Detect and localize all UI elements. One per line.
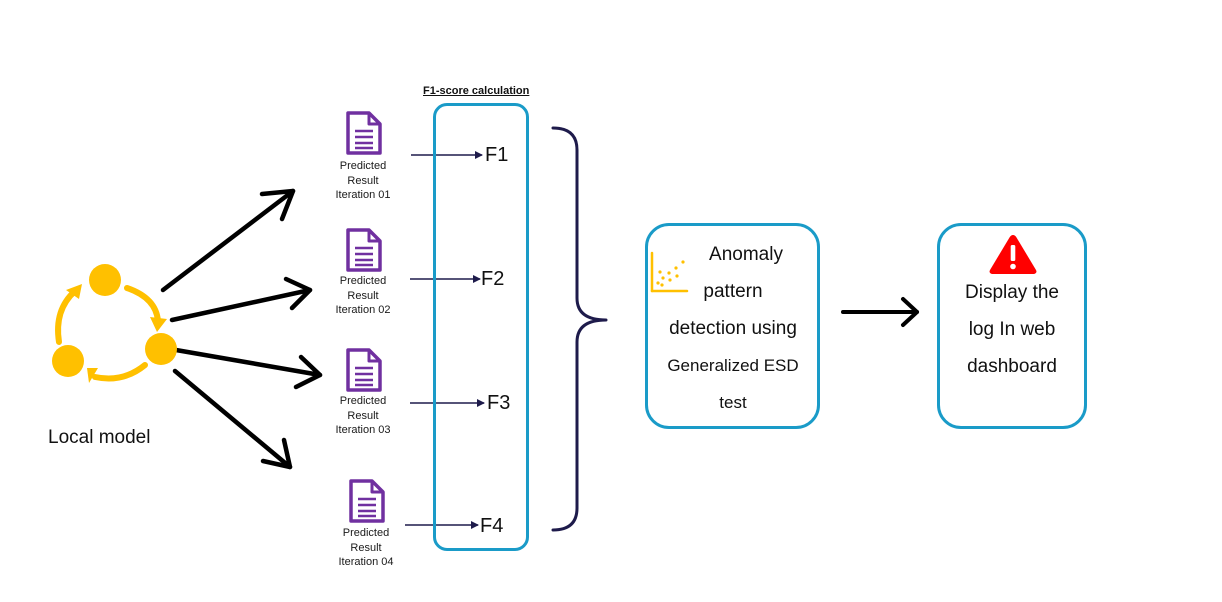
predicted-result-label: Predicted Result Iteration 01 <box>335 160 391 201</box>
predicted-result-label: Predicted Result Iteration 04 <box>338 527 394 568</box>
anomaly-to-display-arrow <box>841 297 919 327</box>
arrowhead-iteration-01 <box>259 188 296 222</box>
iteration-to-score-arrows <box>405 151 485 529</box>
arrowhead-iteration-04 <box>260 437 293 470</box>
arrowhead-iteration-03 <box>293 354 323 390</box>
document-icon <box>346 111 382 155</box>
anomaly-detection-text: Anomaly pattern detection using Generali… <box>667 244 799 412</box>
local-model-label: Local model <box>48 427 151 448</box>
cycle-icon <box>52 264 177 383</box>
arrow-to-iteration-04 <box>172 368 293 470</box>
anomaly-detection-box <box>645 223 820 429</box>
arrow-to-iteration-02 <box>169 287 313 323</box>
score-f1: F1 <box>485 144 509 166</box>
arrow-to-iteration-01 <box>160 188 296 293</box>
f1-score-box <box>433 103 529 551</box>
predicted-result-label: Predicted Result Iteration 03 <box>335 395 391 436</box>
document-icon <box>349 479 385 523</box>
score-f4: F4 <box>480 515 504 537</box>
scatter-chart-icon <box>650 251 689 293</box>
document-icon <box>346 228 382 272</box>
dashboard-display-text: Display the log In web dashboard <box>965 282 1059 377</box>
predicted-result-label: Predicted Result Iteration 02 <box>335 275 391 316</box>
document-icon <box>346 348 382 392</box>
grouping-brace <box>551 126 608 532</box>
arrow-to-iteration-03 <box>173 347 323 378</box>
f1-score-title: F1-score calculation <box>423 85 530 97</box>
model-to-iteration-arrows <box>160 188 323 470</box>
warning-icon <box>989 235 1037 274</box>
arrowhead-iteration-02 <box>283 276 313 311</box>
score-f3: F3 <box>487 392 511 414</box>
score-f2: F2 <box>481 268 505 290</box>
